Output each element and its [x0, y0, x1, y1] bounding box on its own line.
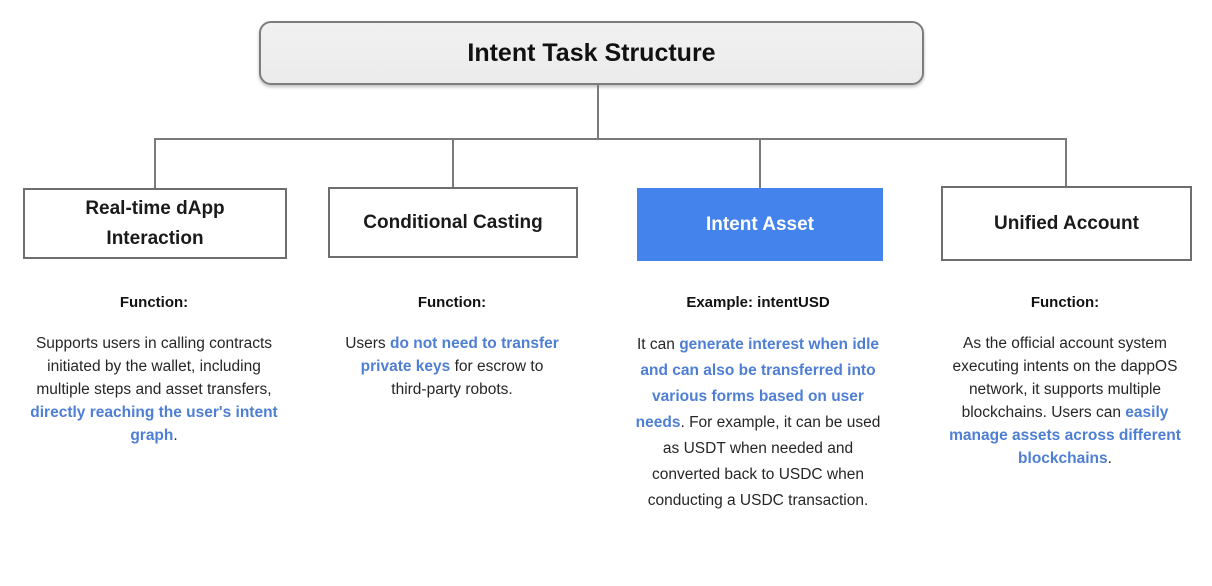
plain-text: for escrow to third-party robots.: [391, 358, 544, 398]
highlighted-text: easily manage assets across different bl…: [949, 404, 1181, 467]
section-body: Users do not need to transfer private ke…: [326, 332, 578, 401]
connector-stem: [597, 85, 599, 138]
branch-box-label: Intent Asset: [705, 213, 815, 235]
branch-box-label: Unified Account: [994, 212, 1139, 234]
section-header: Example: intentUSD: [686, 294, 830, 311]
description-column-conditional-casting: Function: Users do not need to transfer …: [326, 294, 578, 401]
plain-text: As the official account system executing…: [952, 335, 1178, 421]
section-header: Function:: [119, 294, 189, 311]
highlighted-text: generate interest when idle and can also…: [635, 336, 880, 431]
connector-crossbar: [154, 138, 1066, 140]
plain-text: . For example, it can be used as USDT wh…: [647, 414, 881, 509]
description-column-intent-asset: Example: intentUSD It can generate inter…: [607, 294, 909, 514]
branch-box-realtime-dapp-interaction: Real-time dApp Interaction: [23, 188, 287, 259]
connector-drop-2: [452, 138, 454, 187]
plain-text: .: [1107, 450, 1112, 467]
highlighted-text: do not need to transfer private keys: [360, 335, 559, 375]
description-column-unified-account: Function: As the official account system…: [932, 294, 1198, 470]
connector-drop-1: [154, 138, 156, 188]
description-column-realtime-dapp-interaction: Function: Supports users in calling cont…: [8, 294, 300, 447]
plain-text: Supports users in calling contracts init…: [35, 335, 273, 398]
connector-drop-4: [1065, 138, 1067, 186]
section-body: Supports users in calling contracts init…: [8, 332, 300, 447]
section-header: Function:: [417, 294, 487, 311]
diagram-title: Intent Task Structure: [467, 38, 716, 67]
branch-box-intent-asset: Intent Asset: [637, 188, 883, 261]
plain-text: It can: [636, 336, 680, 353]
section-header: Function:: [1030, 294, 1100, 311]
branch-box-conditional-casting: Conditional Casting: [328, 187, 578, 258]
branch-box-label: Real-time dApp Interaction: [85, 197, 225, 249]
branch-box-label: Conditional Casting: [363, 211, 543, 233]
branch-box-unified-account: Unified Account: [941, 186, 1192, 261]
plain-text: Users: [345, 335, 390, 352]
section-body: It can generate interest when idle and c…: [607, 332, 909, 514]
connector-drop-3: [759, 138, 761, 188]
diagram-root-node: Intent Task Structure: [259, 21, 924, 85]
plain-text: .: [173, 427, 178, 444]
section-body: As the official account system executing…: [932, 332, 1198, 470]
highlighted-text: directly reaching the user's intent grap…: [30, 404, 278, 444]
